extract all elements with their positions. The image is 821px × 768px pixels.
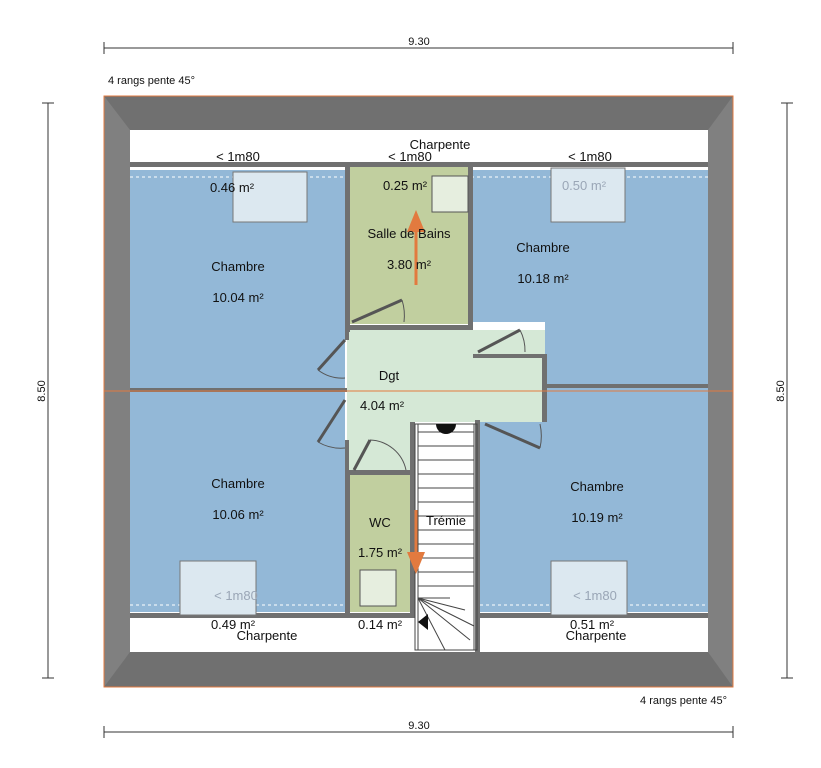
salle-de-bains-area: 3.80 m² (387, 257, 432, 272)
dimension-right-label: 8.50 (775, 380, 787, 401)
dimension-bottom: 9.30 (103, 720, 734, 738)
room-dgt (347, 330, 545, 470)
chambre-nw-low-area: 0.46 m² (210, 180, 255, 195)
dimension-left-label: 8.50 (36, 380, 48, 401)
chambre-nw-low-label: < 1m80 (216, 149, 260, 164)
chambre-sw-area: 10.06 m² (212, 507, 264, 522)
skylight-wc (359, 569, 397, 607)
wc-name: WC (369, 515, 391, 530)
wc-area: 1.75 m² (358, 545, 403, 560)
chambre-sw-low-area: 0.49 m² (211, 617, 256, 632)
stair-direction-marker (418, 614, 428, 630)
salle-de-bains-low-area: 0.25 m² (383, 178, 428, 193)
skylight-ne (550, 167, 626, 223)
arrow-down-wc (407, 510, 425, 574)
chambre-se-low-label: < 1m80 (573, 588, 617, 603)
tremie-name: Trémie (426, 513, 466, 528)
chambre-ne-low-area: 0.50 m² (562, 178, 607, 193)
skylight-nw (232, 171, 308, 223)
dimension-bottom-label: 9.30 (408, 720, 429, 732)
charpente-bottom-left-label: Charpente (237, 628, 298, 643)
chambre-nw-name: Chambre (211, 259, 264, 274)
door-chambre-sw (316, 399, 347, 443)
dgt-area: 4.04 m² (360, 398, 405, 413)
chambre-ne-name: Chambre (516, 240, 569, 255)
skylight-se (550, 560, 628, 616)
door-chambre-ne (477, 328, 521, 354)
chambre-se-name: Chambre (570, 479, 623, 494)
roof-note-top-left: 4 rangs pente 45° (108, 75, 195, 87)
dimension-right: 8.50 (775, 102, 793, 679)
salle-de-bains-name: Salle de Bains (367, 226, 451, 241)
chambre-ne-low-label: < 1m80 (568, 149, 612, 164)
door-chambre-nw (316, 338, 347, 372)
salle-de-bains-low-label: < 1m80 (388, 149, 432, 164)
dimension-left: 8.50 (36, 102, 54, 679)
chambre-nw-area: 10.04 m² (212, 290, 264, 305)
door-wc (352, 439, 372, 471)
stair-landing-marker (436, 424, 456, 434)
room-tremie (415, 424, 477, 650)
arrow-up-bathroom (407, 210, 425, 285)
skylight-sw (179, 560, 257, 616)
dgt-name: Dgt (379, 368, 400, 383)
charpente-bottom-right-label: Charpente (566, 628, 627, 643)
skylight-bathroom (431, 175, 469, 213)
chambre-se-low-area: 0.51 m² (570, 617, 615, 632)
charpente-top-label: Charpente (410, 137, 471, 152)
roof-note-bottom-right: 4 rangs pente 45° (640, 695, 727, 707)
chambre-sw-name: Chambre (211, 476, 264, 491)
dimension-top-label: 9.30 (408, 36, 429, 48)
chambre-sw-low-label: < 1m80 (214, 588, 258, 603)
chambre-se-area: 10.19 m² (571, 510, 623, 525)
room-chambre-ne-lower (545, 322, 708, 389)
door-chambre-se (484, 422, 541, 450)
dimension-top: 9.30 (103, 36, 734, 54)
door-bathroom (351, 298, 403, 324)
chambre-ne-area: 10.18 m² (517, 271, 569, 286)
wc-low-area: 0.14 m² (358, 617, 403, 632)
